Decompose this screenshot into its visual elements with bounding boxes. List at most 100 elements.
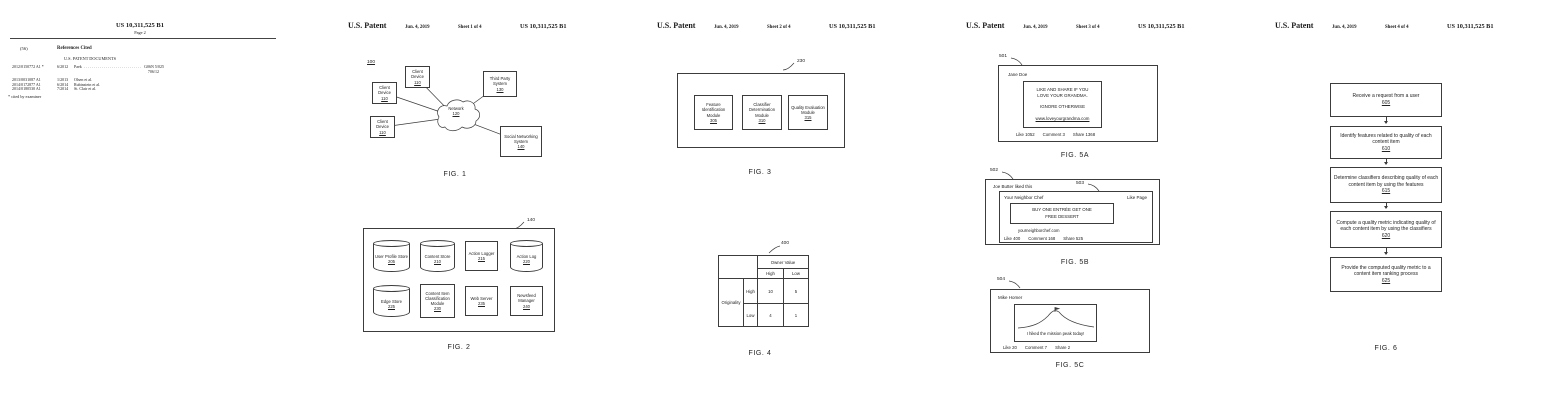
flow-arrow-icon <box>1386 248 1387 254</box>
step-ref: 605 <box>1382 100 1390 107</box>
cell-ref: 215 <box>478 256 485 261</box>
fig1-node-client-device-bottom: Client Device 110 <box>370 116 395 138</box>
sheet-1: U.S. Patent Jun. 4, 2019 Sheet 1 of 4 US… <box>309 0 619 400</box>
cell-label-wrap: Action Log 220 <box>511 247 542 271</box>
cell-ref: 205 <box>388 259 395 264</box>
node-ref: 130 <box>497 87 504 92</box>
table-corner-cell <box>718 255 757 278</box>
node-label: Client Device <box>406 69 429 80</box>
module-label: Feature Identification Module <box>695 102 732 118</box>
fig2-action-logger: Action Logger 215 <box>465 241 498 271</box>
cell-label-wrap: Edge Store 225 <box>374 292 409 316</box>
share-count: Share 525 <box>1063 236 1083 241</box>
fig1-caption: FIG. 1 <box>443 171 466 178</box>
module-label: Classifier Determination Module <box>743 102 781 118</box>
page-name: Your Neighbor Chef <box>1004 195 1043 200</box>
comment-count: Comment 7 <box>1025 345 1047 350</box>
subsection-title: U.S. PATENT DOCUMENTS <box>64 56 116 61</box>
table-col-group: Owner Value <box>757 255 808 268</box>
step-text: Identify features related to quality of … <box>1333 133 1439 146</box>
table-col-header: High <box>757 268 783 278</box>
step-text: Determine classifiers describing quality… <box>1333 175 1439 188</box>
fig6-step-receive-request: Receive a request from a user 605 <box>1330 83 1442 117</box>
cell-label-wrap: Content Store 210 <box>421 247 454 271</box>
leader-curve-icon <box>1008 280 1021 289</box>
header-patent-number: US 10,311,525 B1 <box>1447 23 1494 30</box>
fig5c-ref-label: 504 <box>997 277 1005 282</box>
fig4-caption: FIG. 4 <box>748 350 771 357</box>
step-ref: 620 <box>1382 233 1390 240</box>
module-ref: 305 <box>710 118 717 123</box>
post-text-line: IGNORE OTHERWISE <box>1040 104 1085 111</box>
step-text: Compute a quality metric indicating qual… <box>1333 220 1439 233</box>
flow-arrow-icon <box>1386 117 1387 123</box>
fig1-node-third-party-system: Third Party System 130 <box>483 71 517 97</box>
citation-row: 2012/0150772 A1 * 6/2012 Paek ..........… <box>12 65 164 70</box>
header-us-patent: U.S. Patent <box>966 21 1004 30</box>
header-sheet-label: Sheet 3 of 4 <box>1076 25 1100 30</box>
node-ref: 110 <box>414 80 421 85</box>
fig1-node-client-device-top: Client Device 110 <box>405 66 430 88</box>
ad-text-line: FREE DESSERT <box>1045 214 1079 221</box>
node-ref: 110 <box>381 96 388 101</box>
header-us-patent: U.S. Patent <box>657 21 695 30</box>
header-us-patent: U.S. Patent <box>1275 21 1313 30</box>
fig1-node-client-device-left: Client Device 110 <box>372 82 397 104</box>
cylinder-top <box>373 240 410 247</box>
flow-arrow-icon <box>1386 203 1387 208</box>
step-ref: 610 <box>1382 146 1390 153</box>
header-sheet-label: Sheet 2 of 4 <box>767 25 791 30</box>
citation-id: 2012/0150772 A1 * <box>12 65 57 70</box>
cell-label: Newsfeed Manager <box>511 293 542 304</box>
fig3-caption: FIG. 3 <box>748 169 771 176</box>
citation-row-continuation: 706/12 <box>12 70 164 75</box>
fig4-value-table: Owner Value High Low Originality High 10… <box>718 255 809 327</box>
table-row-header: High <box>743 278 757 303</box>
step-ref: 625 <box>1382 278 1390 285</box>
citation-name: Paek <box>74 65 82 70</box>
post-stats: Like 20 Comment 7 Share 2 <box>1003 345 1078 350</box>
examiner-footnote: * cited by examiner <box>8 94 41 99</box>
fig6-step-identify-features: Identify features related to quality of … <box>1330 126 1442 159</box>
post-content-box: LIKE AND SHARE IF YOU LOVE YOUR GRANDMA.… <box>1023 81 1102 128</box>
table-value: 1 <box>783 303 808 326</box>
node-ref: 110 <box>379 130 386 135</box>
cylinder-top <box>373 285 410 292</box>
post-text-line: LOVE YOUR GRANDMA. <box>1037 93 1087 100</box>
module-ref: 310 <box>759 118 766 123</box>
fig2-store-user-profile: User Profile Store 205 <box>373 240 410 272</box>
cell-label-wrap: User Profile Store 205 <box>374 247 409 271</box>
mountain-sketch-icon <box>1015 305 1098 331</box>
fig3-feature-identification-module: Feature Identification Module 305 <box>694 95 733 130</box>
page-label: Page 2 <box>0 30 280 35</box>
comment-count: Comment 168 <box>1028 236 1055 241</box>
fig2-action-log: Action Log 220 <box>510 240 543 272</box>
cell-ref: 225 <box>388 304 395 309</box>
fig5c-caption: FIG. 5C <box>1056 362 1085 369</box>
cell-ref: 235 <box>478 301 485 306</box>
node-ref: 120 <box>453 111 460 116</box>
citation-id: 2014/0180530 A1 <box>12 87 57 92</box>
post-link: yourneighborchef.com <box>1018 228 1059 233</box>
header-date: Jun. 4, 2019 <box>714 25 739 30</box>
fig5a-ref-label: 501 <box>999 54 1007 59</box>
table-col-header: Low <box>783 268 808 278</box>
like-page-button[interactable]: Like Page <box>1127 195 1147 200</box>
table-value: 10 <box>757 278 783 303</box>
header-date: Jun. 4, 2019 <box>1332 25 1357 30</box>
fig3-ref-label: 230 <box>797 59 805 64</box>
module-label: Quality Evaluation Module <box>789 105 827 116</box>
comment-count: Comment 3 <box>1043 132 1065 137</box>
cell-label: Content Item Classification Module <box>421 291 454 307</box>
photo-box: I hiked the mission peak today! <box>1014 304 1097 342</box>
header-patent-number: US 10,311,525 B1 <box>1138 23 1185 30</box>
post-stats: Like 1052 Comment 3 Share 1368 <box>1016 132 1103 137</box>
citation-row: 2014/0180530 A1 7/2014 St. Clair et al. <box>12 87 164 92</box>
like-count: Like 20 <box>1003 345 1017 350</box>
node-label: Client Device <box>371 119 394 130</box>
fig5b-caption: FIG. 5B <box>1061 259 1089 266</box>
module-ref: 315 <box>805 115 812 120</box>
header-rule <box>10 38 276 39</box>
node-label: Social Networking System <box>501 134 541 145</box>
